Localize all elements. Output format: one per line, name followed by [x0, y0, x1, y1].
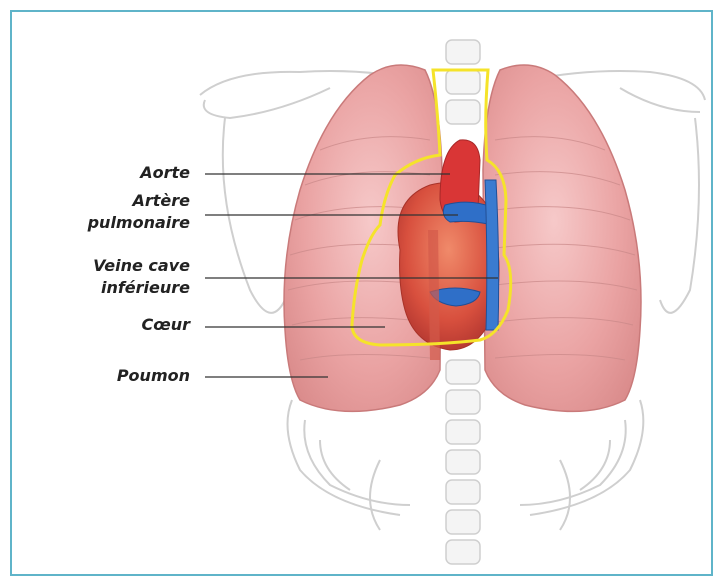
- right-lung: [483, 65, 641, 411]
- inferior-vena-cava: [485, 180, 499, 330]
- label-pulmonary-artery-line2: pulmonaire: [60, 212, 190, 234]
- label-vena-cava-line2: inférieure: [60, 277, 190, 299]
- label-aorta-text: Aorte: [140, 163, 190, 182]
- label-heart-text: Cœur: [141, 315, 190, 334]
- label-vena-cava-line1: Veine cave: [60, 255, 190, 277]
- label-pulmonary-artery-line1: Artère: [60, 190, 190, 212]
- descending-vessel: [428, 230, 440, 360]
- label-vena-cava: Veine cave inférieure: [60, 255, 190, 299]
- label-heart: Cœur: [70, 314, 190, 336]
- label-lung-text: Poumon: [117, 366, 190, 385]
- label-pulmonary-artery: Artère pulmonaire: [60, 190, 190, 234]
- label-aorta: Aorte: [70, 162, 190, 184]
- label-lung: Poumon: [70, 365, 190, 387]
